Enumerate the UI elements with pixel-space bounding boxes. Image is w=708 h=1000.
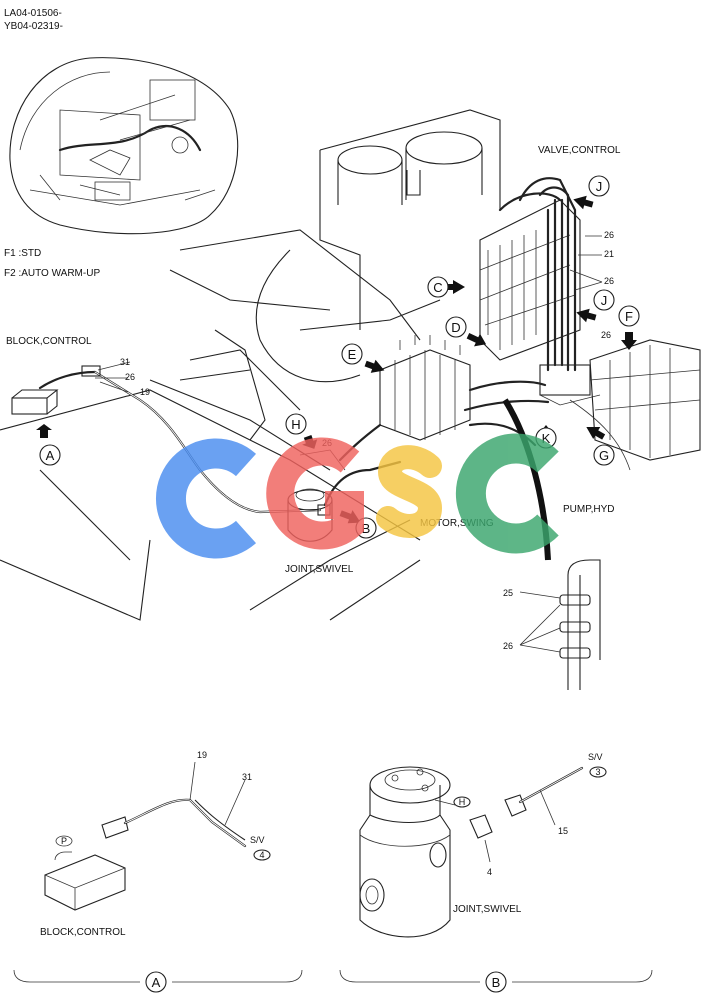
detail-a-p-tag: P — [61, 836, 67, 846]
hose-clamp-detail — [519, 559, 601, 690]
machine-thumbnail — [9, 57, 239, 235]
svg-text:G: G — [599, 448, 609, 463]
detail-a-sv-tag — [253, 849, 271, 861]
watermark-letter-c1 — [155, 438, 256, 559]
label-pump-hyd: PUMP,HYD — [563, 504, 615, 515]
detail-a-sv-number: 4 — [259, 850, 264, 860]
label-motor-swing: MOTOR,SWING — [420, 518, 494, 529]
detail-b-h-tag — [453, 796, 471, 808]
view-bracket-b-letter: B — [492, 975, 501, 990]
part-label-21: 21 — [604, 249, 614, 259]
detail-b-joint-swivel — [359, 766, 584, 938]
view-marker-e: E — [341, 343, 385, 373]
view-marker-d: D — [445, 316, 487, 347]
svg-text:H: H — [291, 417, 300, 432]
detail-a-block-control — [44, 761, 247, 911]
drawing-code-1: LA04-01506- — [4, 8, 62, 19]
view-marker-a: A — [36, 424, 61, 466]
part-label-31: 31 — [120, 357, 130, 367]
svg-text:J: J — [596, 179, 603, 194]
drawing-code-2: YB04-02319- — [4, 21, 63, 32]
label-joint-swivel: JOINT,SWIVEL — [285, 564, 354, 575]
watermark-logo — [155, 433, 559, 559]
view-marker-j-top: J — [573, 175, 610, 210]
part-label-26-valve-b: 26 — [604, 276, 614, 286]
control-valve-assembly — [479, 177, 601, 406]
view-marker-f: F — [618, 305, 640, 350]
watermark-letter-s — [376, 445, 443, 538]
detail-b-sv-label: S/V — [588, 752, 603, 762]
svg-text:C: C — [433, 280, 442, 295]
watermark-letter-c2 — [455, 433, 559, 554]
detail-b-label-joint-swivel: JOINT,SWIVEL — [453, 904, 522, 915]
detail-b-h-letter: H — [459, 797, 466, 807]
part-label-26-clamp: 26 — [503, 641, 513, 651]
view-bracket-a-letter: A — [152, 975, 161, 990]
detail-b-part-4: 4 — [487, 867, 492, 877]
view-marker-j-mid: J — [576, 289, 615, 323]
svg-text:A: A — [46, 448, 55, 463]
part-label-26-valve-a: 26 — [604, 230, 614, 240]
svg-text:J: J — [601, 293, 608, 308]
label-block-control: BLOCK,CONTROL — [6, 336, 92, 347]
part-label-26-valve-c: 26 — [601, 330, 611, 340]
hydraulic-pump — [569, 339, 701, 471]
svg-text:B: B — [362, 521, 371, 536]
detail-a-part-31: 31 — [242, 772, 252, 782]
detail-b-part-15: 15 — [558, 826, 568, 836]
detail-a-part-19: 19 — [197, 750, 207, 760]
view-bracket-a: A — [13, 969, 303, 993]
watermark-letter-g — [266, 437, 364, 550]
svg-text:F: F — [625, 309, 633, 324]
part-label-26: 26 — [125, 372, 135, 382]
part-label-19: 19 — [140, 387, 150, 397]
view-bracket-b: B — [339, 969, 653, 993]
detail-a-sv-label: S/V — [250, 835, 265, 845]
detail-b-sv-tag — [589, 766, 607, 778]
svg-text:E: E — [348, 347, 357, 362]
view-marker-c: C — [427, 276, 465, 298]
part-label-25: 25 — [503, 588, 513, 598]
legend-f2: F2 :AUTO WARM-UP — [4, 268, 100, 279]
view-marker-g: G — [586, 426, 615, 466]
label-valve-control: VALVE,CONTROL — [538, 145, 621, 156]
detail-a-label-block-control: BLOCK,CONTROL — [40, 927, 126, 938]
legend-f1: F1 :STD — [4, 248, 41, 259]
detail-b-sv-number: 3 — [595, 767, 600, 777]
svg-text:K: K — [542, 431, 551, 446]
svg-text:D: D — [451, 320, 460, 335]
